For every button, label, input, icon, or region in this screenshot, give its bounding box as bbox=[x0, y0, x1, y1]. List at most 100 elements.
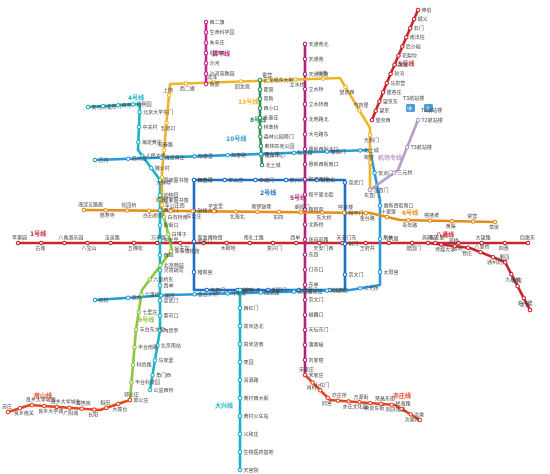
station-dot[interactable] bbox=[203, 50, 209, 56]
station-dot[interactable] bbox=[237, 323, 243, 329]
station-dot[interactable] bbox=[211, 209, 217, 214]
station-dot[interactable] bbox=[158, 263, 163, 268]
station-dot[interactable] bbox=[257, 96, 263, 102]
station-dot[interactable] bbox=[168, 208, 173, 214]
station-dot[interactable] bbox=[302, 372, 308, 378]
station-dot[interactable] bbox=[157, 197, 163, 203]
station-dot[interactable] bbox=[302, 252, 308, 257]
station-dot[interactable] bbox=[346, 399, 351, 404]
station-dot[interactable] bbox=[302, 267, 308, 272]
station-dot[interactable] bbox=[255, 209, 260, 215]
station-dot[interactable] bbox=[140, 153, 145, 159]
station-dot[interactable] bbox=[132, 344, 137, 350]
station-dot[interactable] bbox=[392, 62, 397, 68]
station-dot[interactable] bbox=[67, 405, 72, 411]
station-dot[interactable] bbox=[492, 219, 498, 225]
station-dot[interactable] bbox=[396, 53, 401, 58]
station-dot[interactable] bbox=[192, 292, 197, 297]
station-dot[interactable] bbox=[265, 78, 271, 83]
station-dot[interactable] bbox=[157, 253, 163, 258]
station-dot[interactable] bbox=[157, 268, 163, 273]
station-dot[interactable] bbox=[237, 377, 243, 383]
station-dot[interactable] bbox=[293, 240, 299, 246]
station-dot[interactable] bbox=[270, 240, 276, 246]
station-dot[interactable] bbox=[302, 312, 308, 318]
station-dot[interactable] bbox=[125, 208, 130, 213]
station-dot[interactable] bbox=[478, 249, 483, 255]
station-dot[interactable] bbox=[154, 240, 160, 246]
station-dot[interactable] bbox=[183, 81, 189, 86]
station-dot[interactable] bbox=[407, 26, 413, 31]
station-dot[interactable] bbox=[265, 287, 271, 293]
station-dot[interactable] bbox=[191, 177, 197, 183]
station-dot[interactable] bbox=[159, 202, 165, 208]
station-dot[interactable] bbox=[367, 160, 373, 165]
station-dot[interactable] bbox=[358, 148, 363, 153]
station-dot[interactable] bbox=[257, 115, 263, 121]
station-dot[interactable] bbox=[521, 295, 527, 301]
station-dot[interactable] bbox=[157, 207, 163, 213]
station-dot[interactable] bbox=[302, 147, 308, 152]
station-dot[interactable] bbox=[302, 132, 308, 137]
station-dot[interactable] bbox=[79, 406, 84, 411]
station-dot[interactable] bbox=[439, 242, 444, 247]
station-dot[interactable] bbox=[147, 387, 153, 393]
station-dot[interactable] bbox=[404, 145, 410, 150]
station-dot[interactable] bbox=[191, 269, 197, 275]
station-dot[interactable] bbox=[302, 41, 308, 47]
station-dot[interactable] bbox=[257, 125, 263, 130]
station-dot[interactable] bbox=[515, 283, 520, 289]
station-dot[interactable] bbox=[404, 35, 409, 40]
station-dot[interactable] bbox=[136, 309, 141, 315]
station-dot[interactable] bbox=[417, 417, 423, 423]
station-dot[interactable] bbox=[302, 101, 308, 107]
station-dot[interactable] bbox=[164, 120, 169, 126]
station-dot[interactable] bbox=[388, 71, 393, 77]
station-dot[interactable] bbox=[191, 239, 197, 244]
station-dot[interactable] bbox=[157, 298, 163, 303]
station-dot[interactable] bbox=[237, 449, 243, 455]
station-dot[interactable] bbox=[302, 192, 308, 197]
station-dot[interactable] bbox=[203, 40, 209, 45]
station-dot[interactable] bbox=[342, 272, 348, 277]
station-dot[interactable] bbox=[378, 401, 384, 407]
station-dot[interactable] bbox=[283, 177, 289, 183]
station-dot[interactable] bbox=[399, 406, 404, 412]
station-dot[interactable] bbox=[502, 240, 508, 246]
station-dot[interactable] bbox=[502, 260, 508, 265]
station-dot[interactable] bbox=[178, 240, 183, 246]
station-dot[interactable] bbox=[224, 240, 229, 246]
station-dot[interactable] bbox=[29, 402, 35, 408]
station-dot[interactable] bbox=[203, 61, 209, 66]
station-dot[interactable] bbox=[318, 388, 323, 393]
station-dot[interactable] bbox=[525, 240, 531, 246]
station-dot[interactable] bbox=[357, 400, 362, 405]
station-dot[interactable] bbox=[406, 217, 411, 223]
station-dot[interactable] bbox=[384, 80, 390, 86]
station-dot[interactable] bbox=[479, 240, 484, 246]
station-dot[interactable] bbox=[81, 207, 87, 213]
station-dot[interactable] bbox=[341, 210, 347, 215]
station-dot[interactable] bbox=[433, 240, 438, 246]
station-dot[interactable] bbox=[276, 209, 282, 215]
station-dot[interactable] bbox=[258, 290, 263, 295]
station-dot[interactable] bbox=[343, 84, 348, 90]
station-dot[interactable] bbox=[310, 380, 315, 385]
station-dot[interactable] bbox=[131, 240, 137, 246]
station-dot[interactable] bbox=[158, 293, 164, 298]
station-dot[interactable] bbox=[103, 207, 108, 213]
station-dot[interactable] bbox=[411, 16, 417, 22]
station-dot[interactable] bbox=[237, 395, 243, 401]
station-dot[interactable] bbox=[157, 313, 163, 318]
station-dot[interactable] bbox=[129, 380, 134, 385]
station-dot[interactable] bbox=[152, 358, 158, 363]
station-dot[interactable] bbox=[325, 395, 331, 401]
station-dot[interactable] bbox=[324, 288, 330, 293]
station-dot[interactable] bbox=[136, 124, 142, 130]
station-dot[interactable] bbox=[42, 403, 47, 409]
station-dot[interactable] bbox=[324, 149, 330, 154]
station-dot[interactable] bbox=[225, 291, 230, 296]
station-dot[interactable] bbox=[104, 405, 109, 411]
station-dot[interactable] bbox=[127, 397, 133, 403]
station-dot[interactable] bbox=[91, 407, 97, 412]
